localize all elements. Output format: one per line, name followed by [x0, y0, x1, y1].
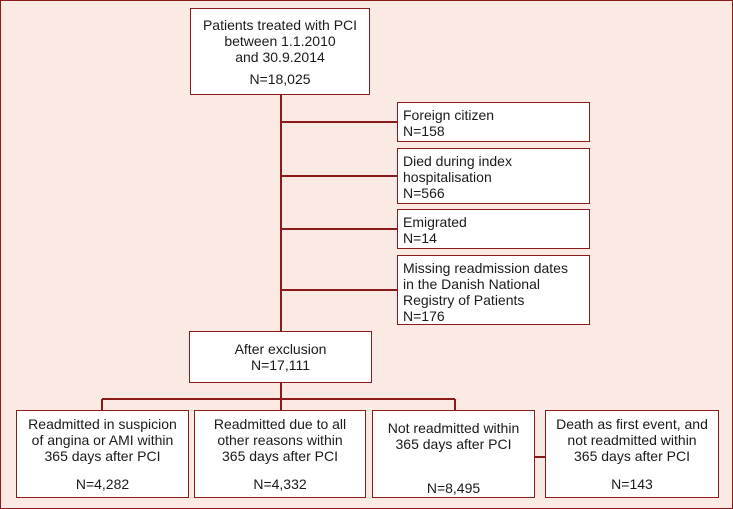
box-readmitted-other-reasons: Readmitted due to all other reasons with… — [194, 410, 366, 498]
box-not-readmitted: Not readmitted within 365 days after PCI… — [372, 410, 535, 498]
box-patients-treated: Patients treated with PCI between 1.1.20… — [190, 8, 370, 95]
box-line: hospitalisation — [403, 169, 492, 185]
box-n-value: N=4,332 — [253, 476, 307, 492]
box-readmitted-angina-ami: Readmitted in suspicion of angina or AMI… — [16, 410, 189, 498]
box-line: between 1.1.2010 — [224, 32, 336, 49]
box-line: Readmitted due to all — [213, 416, 347, 432]
box-death-first-event: Death as first event, and not readmitted… — [545, 410, 719, 498]
box-n-value: N=18,025 — [249, 70, 311, 87]
box-died-during-index: Died during index hospitalisation N=566 — [397, 148, 590, 204]
box-line: and 30.9.2014 — [235, 48, 325, 65]
box-line: Emigrated — [403, 214, 467, 230]
box-line: Died during index — [403, 153, 512, 169]
box-foreign-citizen: Foreign citizen N=158 — [397, 102, 590, 142]
box-line: of angina or AMI within — [31, 432, 174, 448]
box-line: Registry of Patients — [403, 292, 525, 308]
box-n-value: N=17,111 — [250, 357, 311, 373]
box-line: other reasons within — [217, 432, 343, 448]
box-n-value: N=14 — [403, 230, 437, 246]
box-line: in the Danish National — [403, 276, 540, 292]
box-line: not readmitted within — [567, 432, 697, 448]
box-n-value: N=143 — [611, 476, 653, 492]
box-n-value: N=566 — [403, 185, 445, 201]
box-line: Not readmitted within — [387, 420, 520, 436]
box-n-value: N=4,282 — [75, 476, 130, 492]
box-line: 365 days after PCI — [395, 436, 512, 452]
box-n-value: N=176 — [403, 308, 445, 324]
box-line: After exclusion — [234, 341, 327, 357]
box-n-value: N=8,495 — [426, 480, 481, 496]
box-line: Death as first event, and — [556, 416, 708, 432]
box-n-value: N=158 — [403, 123, 445, 139]
box-after-exclusion: After exclusion N=17,111 — [189, 331, 372, 383]
box-missing-readmission: Missing readmission dates in the Danish … — [397, 255, 590, 325]
box-line: Patients treated with PCI — [202, 16, 358, 33]
box-line: Readmitted in suspicion — [28, 416, 177, 432]
box-line: Foreign citizen — [403, 107, 495, 123]
box-line: 365 days after PCI — [44, 448, 161, 464]
box-emigrated: Emigrated N=14 — [397, 209, 590, 249]
box-line: 365 days after PCI — [574, 448, 690, 464]
box-line: Missing readmission dates — [403, 260, 568, 276]
box-line: 365 days after PCI — [222, 448, 338, 464]
